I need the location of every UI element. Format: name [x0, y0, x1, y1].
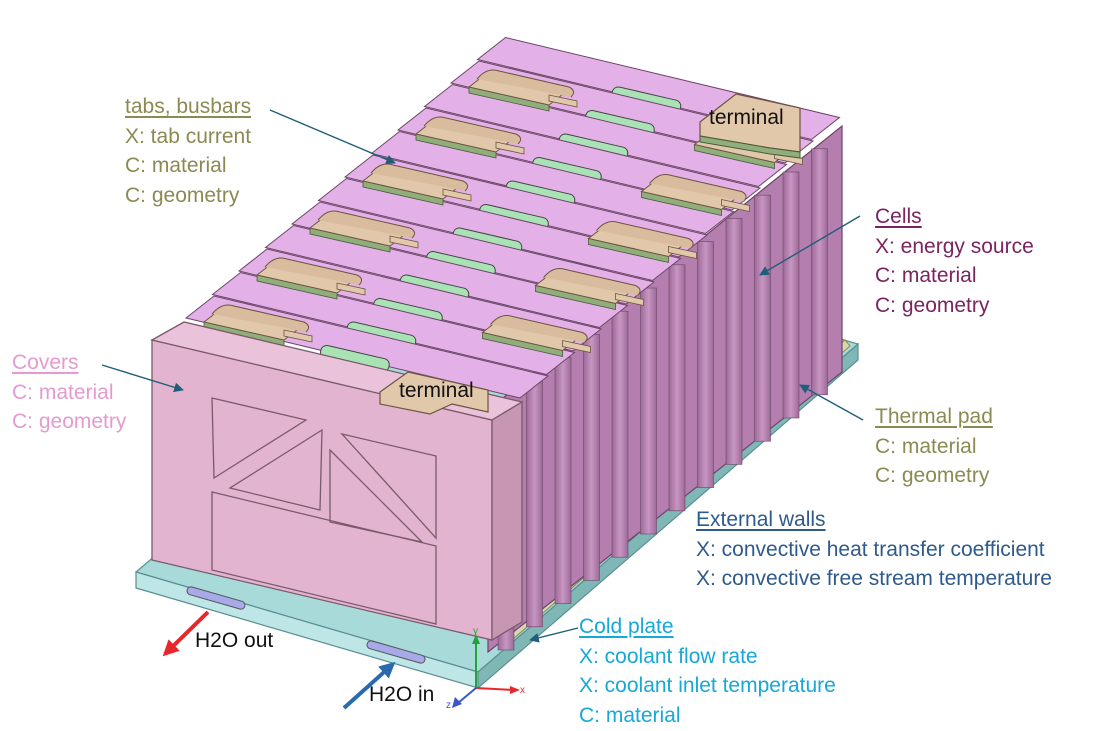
external-walls-callout: External walls X: convective heat transf… [696, 505, 1052, 594]
tab-busbar [361, 163, 472, 206]
tabs-line-1: X: tab current [125, 124, 252, 148]
cell-rib [811, 148, 828, 396]
cells-callout: Cells X: energy source C: material C: ge… [875, 202, 1034, 320]
callout-arrows [101, 109, 864, 643]
tabs-line-2: C: material [125, 154, 227, 177]
external-walls-line-1: X: convective heat transfer coefficient [696, 537, 1045, 561]
h2o-in-label: H2O in [369, 683, 435, 706]
thermal-pad-line-1: C: material [875, 434, 977, 458]
cell-rib [554, 357, 572, 604]
axis-triad [452, 634, 520, 708]
cell-side-faces [487, 124, 843, 654]
cold-plate-line-2: X: coolant inlet temperature [579, 674, 836, 697]
tab-busbar [481, 315, 591, 357]
external-walls-title: External walls [696, 508, 826, 531]
cells-title: Cells [875, 205, 922, 228]
cover-plate [150, 321, 524, 642]
cell-rib [668, 264, 686, 512]
cold-plate-callout: Cold plate X: coolant flow rate X: coola… [579, 612, 836, 730]
cells-line-2: C: material [875, 264, 977, 287]
cell-rib [583, 334, 600, 581]
tab-busbar [467, 69, 578, 112]
h2o-out-arrow [162, 610, 210, 657]
tab-busbar [587, 221, 697, 263]
covers-line-2: C: geometry [12, 410, 127, 433]
covers-title: Covers [12, 351, 79, 374]
covers-callout: Covers C: material C: geometry [12, 348, 126, 437]
terminal-back [699, 93, 801, 159]
h2o-out-label: H2O out [195, 629, 274, 652]
cell-rib [754, 194, 771, 442]
cold-plate-title: Cold plate [579, 615, 674, 638]
cold-plate-line-3: C: material [579, 703, 681, 727]
tab-busbar [640, 174, 750, 216]
cell-rib [611, 310, 629, 558]
axis-y-label: y [473, 626, 478, 637]
thermal-pad-line-2: C: geometry [875, 464, 990, 487]
cell-rib [526, 380, 543, 628]
thermal-pad-title: Thermal pad [875, 405, 993, 428]
tab-busbar [534, 268, 644, 310]
tabs-line-3: C: geometry [125, 183, 240, 207]
cell-rib [697, 241, 714, 488]
cell-rib [782, 171, 800, 419]
tab-busbar [202, 304, 313, 347]
tab-busbar [308, 210, 419, 253]
terminal-front [379, 371, 489, 415]
thermal-pad-callout: Thermal pad C: material C: geometry [875, 402, 993, 491]
tab-busbar [414, 116, 525, 159]
external-walls-line-2: X: convective free stream temperature [696, 567, 1052, 590]
cell-rib [640, 287, 657, 535]
cell-rib [725, 218, 743, 465]
tab-busbar [255, 257, 366, 300]
terminal-label-back: terminal [709, 106, 784, 129]
covers-line-1: C: material [12, 380, 114, 404]
cold-plate-line-1: X: coolant flow rate [579, 644, 758, 668]
cells-line-3: C: geometry [875, 293, 990, 317]
axis-x-label: x [520, 685, 525, 696]
tabs-busbars-callout: tabs, busbars X: tab current C: material… [125, 92, 251, 210]
tabs-busbars-title: tabs, busbars [125, 95, 252, 118]
cells-line-1: X: energy source [875, 234, 1034, 258]
h2o-in-arrow [342, 661, 396, 710]
terminal-label-front: terminal [399, 379, 474, 402]
axis-z-label: z [446, 700, 451, 711]
